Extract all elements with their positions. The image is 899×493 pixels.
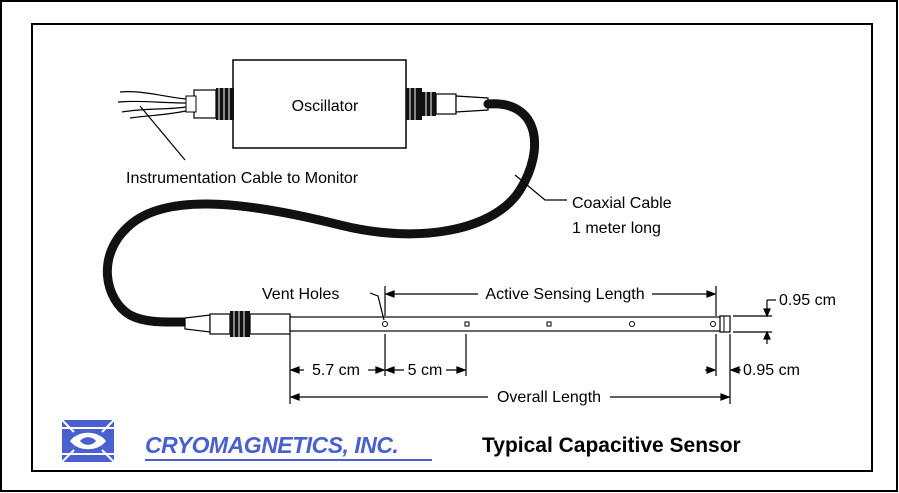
vent-holes [382,321,716,327]
coaxial-cable [103,99,540,327]
vent-holes-label: Vent Holes [262,286,339,303]
instrumentation-wires [117,91,187,119]
vent-hole [464,321,470,327]
oscillator-left-connector [185,88,234,120]
oscillator-box [232,59,407,149]
sensor-tube [289,316,729,332]
vent-hole [546,321,552,327]
coaxial-length-label: 1 meter long [572,220,661,237]
oscillator-right-connector [406,88,489,120]
vent-holes-leader [369,292,385,321]
oscillator-label: Oscillator [292,98,359,115]
company-name: CRYOMAGNETICS, INC. [145,432,398,458]
vent-hole [629,321,635,327]
instrumentation-cable-label: Instrumentation Cable to Monitor [126,170,359,187]
dim-095-bottom-label: 0.95 cm [743,362,800,379]
coaxial-leader [514,174,567,201]
inner-border [31,23,873,472]
bottom-dimensions [289,334,741,404]
diagram-caption: Typical Capacitive Sensor [482,434,741,457]
vent-hole [382,321,388,327]
overall-length-label: Overall Length [497,389,601,406]
dim-5-7-label: 5.7 cm [312,362,360,379]
diameter-dimension [733,299,776,344]
dim-5-label: 5 cm [408,362,443,379]
active-sensing-dimension [384,286,717,316]
active-sensing-length-label: Active Sensing Length [485,286,644,303]
coaxial-cable-label: Coaxial Cable [572,195,672,212]
diameter-label: 0.95 cm [779,292,836,309]
vent-hole [710,321,716,327]
instrumentation-leader [139,105,186,161]
cryomagnetics-logo [61,419,115,463]
sensor-tip [719,315,731,333]
